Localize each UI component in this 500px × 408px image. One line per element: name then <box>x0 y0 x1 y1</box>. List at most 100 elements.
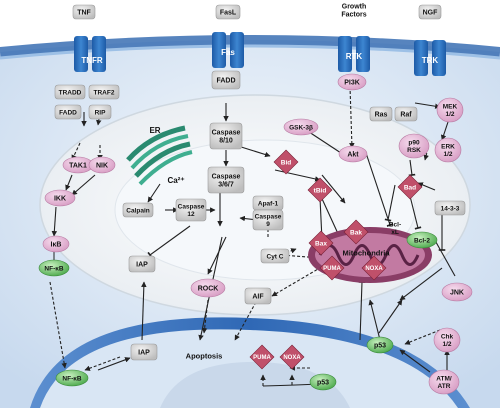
node-rtk[interactable]: RTK <box>346 52 363 61</box>
node-er[interactable]: ER <box>149 126 160 135</box>
node-ngf[interactable]: NGF <box>418 4 442 20</box>
node-ca[interactable]: Ca²⁺ <box>167 176 184 185</box>
node-box <box>54 84 86 100</box>
rtk-receptor[interactable] <box>338 36 370 72</box>
node-rock[interactable]: ROCK <box>190 278 226 298</box>
node-ras[interactable]: Ras <box>369 106 393 122</box>
node-label: FasL <box>220 9 237 16</box>
node-label: 1/2 <box>443 151 452 158</box>
node-p53a[interactable]: p53 <box>366 336 394 354</box>
node-rip[interactable]: RIP <box>88 104 112 120</box>
node-label: RTK <box>346 52 363 61</box>
node-akt[interactable]: Akt <box>338 145 368 163</box>
node-bclxl[interactable]: Bcl-xL <box>389 222 401 237</box>
node-pi3k[interactable]: PI3K <box>337 73 367 91</box>
node-label: ROCK <box>198 285 219 292</box>
node-box <box>394 106 418 122</box>
node-aif[interactable]: AIF <box>244 287 272 305</box>
node-oval <box>434 137 462 163</box>
node-diamond <box>308 230 334 256</box>
node-bax[interactable]: Bax <box>308 230 334 256</box>
node-jnk[interactable]: JNK <box>441 282 473 302</box>
node-box <box>215 4 241 20</box>
node-noxa[interactable]: NOXA <box>361 255 387 281</box>
node-label: Bid <box>281 159 292 166</box>
node-fasl[interactable]: FasL <box>215 4 241 20</box>
node-apaf1[interactable]: Apaf-1 <box>252 195 284 211</box>
node-tnfr[interactable]: TNFR <box>81 56 103 65</box>
node-bcl2[interactable]: Bcl-2 <box>406 231 438 249</box>
node-p53b[interactable]: p53 <box>309 373 337 391</box>
node-label: 8/10 <box>219 137 233 144</box>
node-ikk[interactable]: IKK <box>44 189 76 207</box>
node-nik[interactable]: NIK <box>88 156 116 174</box>
node-atm[interactable]: ATM/ATR <box>428 369 460 395</box>
node-tak1[interactable]: TAK1 <box>62 156 94 174</box>
node-mitochondria[interactable]: Mitochondria <box>342 249 390 258</box>
node-cytc[interactable]: Cyt C <box>260 248 290 264</box>
node-nfkb[interactable]: NF-κB <box>38 259 70 277</box>
node-label: TNFR <box>81 56 103 65</box>
node-fas[interactable]: Fas <box>221 48 235 57</box>
node-tbid[interactable]: tBid <box>307 177 333 203</box>
node-label: FADD <box>216 77 235 84</box>
node-bak[interactable]: Bak <box>343 219 369 245</box>
node-oval <box>366 336 394 354</box>
trk-receptor[interactable] <box>414 40 446 76</box>
node-label: ERK <box>441 144 455 151</box>
node-iap2[interactable]: IAP <box>130 343 158 361</box>
nucleolus <box>160 361 350 408</box>
node-fadd2[interactable]: FADD <box>211 70 241 90</box>
node-calpain[interactable]: Calpain <box>122 202 154 218</box>
node-label: Apoptosis <box>186 352 223 361</box>
node-gsk3b[interactable]: GSK-3β <box>283 118 319 136</box>
node-label: Growth <box>342 3 367 10</box>
node-bad[interactable]: Bad <box>397 174 423 200</box>
node-label: RIP <box>95 109 107 116</box>
node-traf2[interactable]: TRAF2 <box>88 84 120 100</box>
node-tradd[interactable]: TRADD <box>54 84 86 100</box>
node-diamond <box>361 255 387 281</box>
node-label: 1/2 <box>445 111 454 118</box>
node-label: Calpain <box>126 207 150 214</box>
node-puma[interactable]: PUMA <box>319 255 345 281</box>
node-noxa2[interactable]: NOXA <box>279 344 305 370</box>
node-puma2[interactable]: PUMA <box>249 344 275 370</box>
tnfr-receptor[interactable] <box>74 36 106 72</box>
node-label: Bad <box>404 184 416 191</box>
node-raf[interactable]: Raf <box>394 106 418 122</box>
node-label: PUMA <box>323 266 341 272</box>
node-apoptosis[interactable]: Apoptosis <box>186 352 223 361</box>
fas-receptor[interactable] <box>212 32 244 68</box>
node-label: Caspase <box>212 173 241 180</box>
node-ikb[interactable]: IκB <box>42 235 70 253</box>
node-label: Bak <box>350 229 362 236</box>
node-bid[interactable]: Bid <box>273 149 299 175</box>
node-label: IAP <box>136 261 148 268</box>
node-trk[interactable]: TRK <box>422 56 439 65</box>
node-box <box>88 84 120 100</box>
node-box <box>130 343 158 361</box>
node-p1433[interactable]: 14-3-3 <box>434 200 466 216</box>
node-label: NF-κB <box>62 375 81 382</box>
node-label: tBid <box>314 187 327 194</box>
node-label: Bcl-2 <box>414 237 430 244</box>
node-box <box>260 248 290 264</box>
node-label: p90 <box>408 140 420 147</box>
node-iap1[interactable]: IAP <box>128 255 156 273</box>
node-fadd1[interactable]: FADD <box>54 104 82 120</box>
node-tnf[interactable]: TNF <box>72 4 96 20</box>
node-label: GSK-3β <box>289 124 313 131</box>
node-label: Bax <box>315 240 327 247</box>
node-nfkb-nuc[interactable]: NF-κB <box>55 369 89 387</box>
node-oval <box>88 156 116 174</box>
